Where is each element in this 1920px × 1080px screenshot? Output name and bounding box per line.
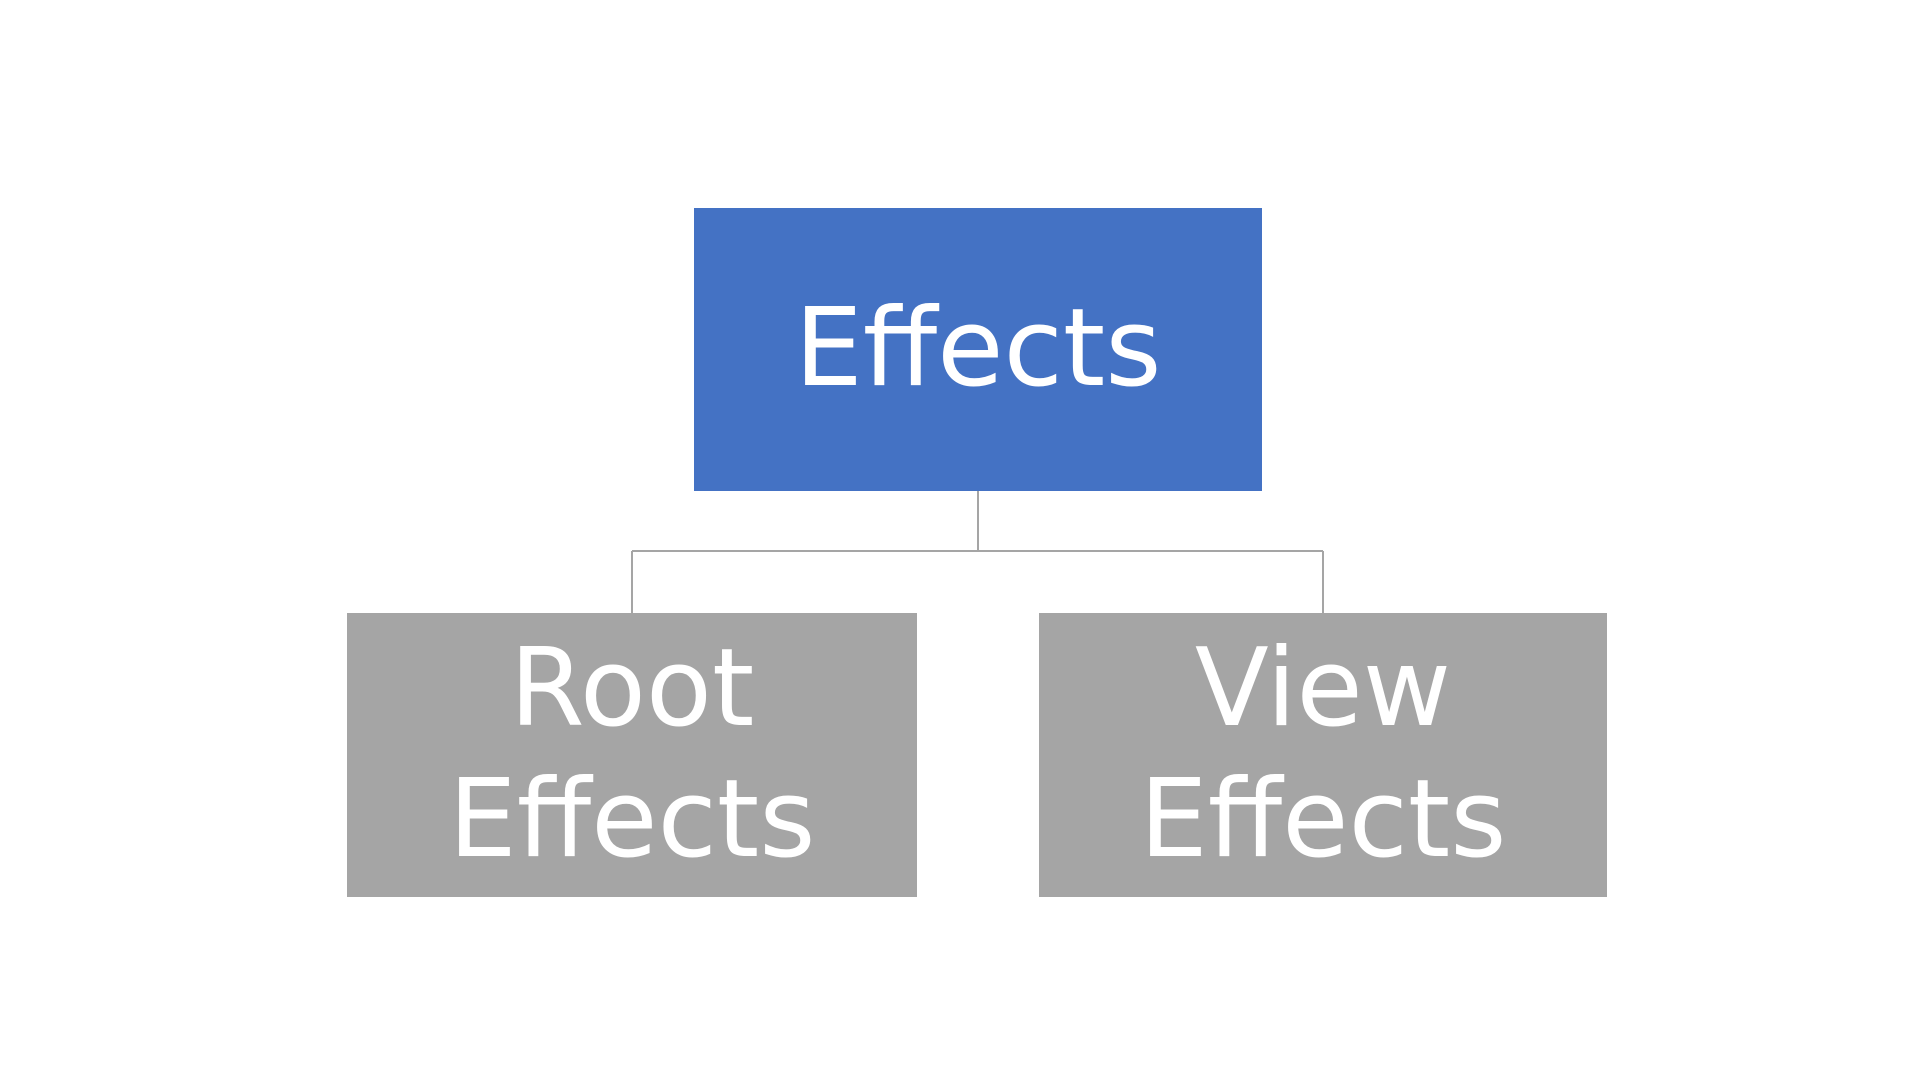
connector-trunk	[631, 491, 1324, 613]
root-node-label: Effects	[794, 286, 1162, 412]
root-node-effects[interactable]: Effects	[694, 208, 1262, 491]
child-node-root-effects[interactable]: Root Effects	[347, 613, 917, 897]
child-node-view-effects[interactable]: View Effects	[1039, 613, 1607, 897]
child-node-label-root-effects: Root Effects	[448, 626, 816, 882]
child-node-label-view-effects: View Effects	[1139, 626, 1507, 882]
